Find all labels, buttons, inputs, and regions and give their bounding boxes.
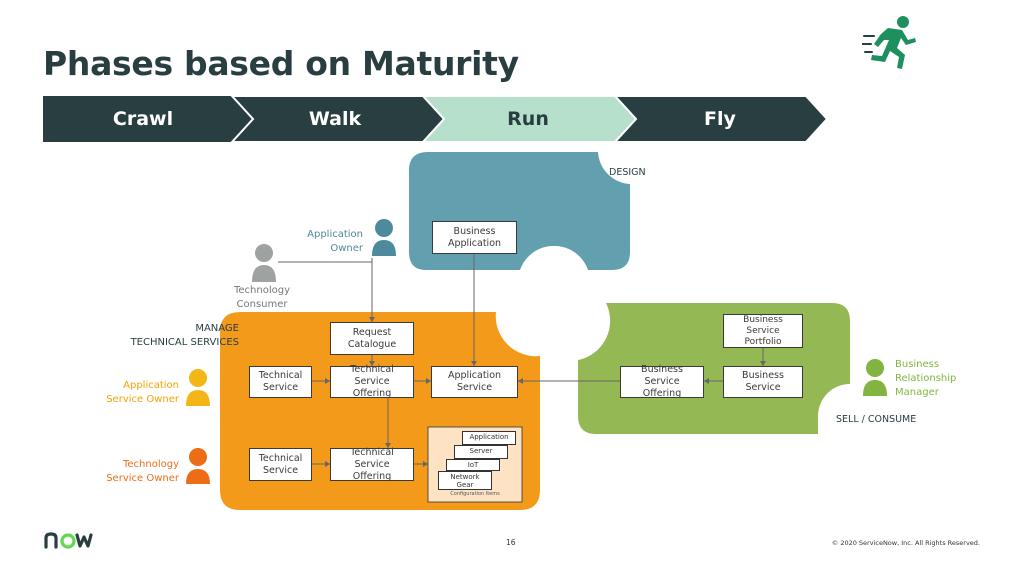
ci-card-iot: IoT bbox=[446, 459, 500, 471]
phase-chevron-fly bbox=[613, 96, 827, 142]
application-owner-person-icon bbox=[372, 219, 396, 256]
phase-chevrons bbox=[43, 96, 827, 142]
phase-chevron-crawl bbox=[43, 96, 253, 142]
servicenow-now-logo bbox=[44, 532, 93, 549]
phase-run-label: Run bbox=[507, 108, 549, 130]
running-person-icon bbox=[862, 16, 916, 69]
phase-walk-label: Walk bbox=[308, 108, 362, 130]
technology-consumer-person-icon bbox=[252, 244, 276, 282]
sell-area-label: SELL / CONSUME bbox=[836, 414, 917, 425]
sell-area bbox=[578, 303, 850, 434]
phase-crawl-label: Crawl bbox=[112, 108, 174, 130]
ci-card-server: Server bbox=[454, 445, 508, 459]
business-relationship-manager-person-icon bbox=[863, 359, 887, 396]
application-service-owner-person-icon bbox=[186, 369, 210, 406]
page-title: Phases based on Maturity bbox=[43, 44, 519, 83]
phase-chevron-walk bbox=[230, 96, 446, 142]
business-relationship-manager-label: Business Relationship Manager bbox=[895, 359, 957, 398]
technology-service-owner-person-icon bbox=[186, 448, 210, 484]
configuration-items-caption: Configuration Items bbox=[450, 491, 500, 497]
design-area-label: DESIGN bbox=[609, 167, 646, 178]
phase-fly-label: Fly bbox=[704, 108, 736, 130]
ci-card-application: Application bbox=[462, 431, 516, 445]
copyright-notice: © 2020 ServiceNow, Inc. All Rights Reser… bbox=[831, 539, 980, 547]
page-number: 16 bbox=[506, 538, 516, 547]
phase-chevron-run bbox=[421, 96, 638, 142]
